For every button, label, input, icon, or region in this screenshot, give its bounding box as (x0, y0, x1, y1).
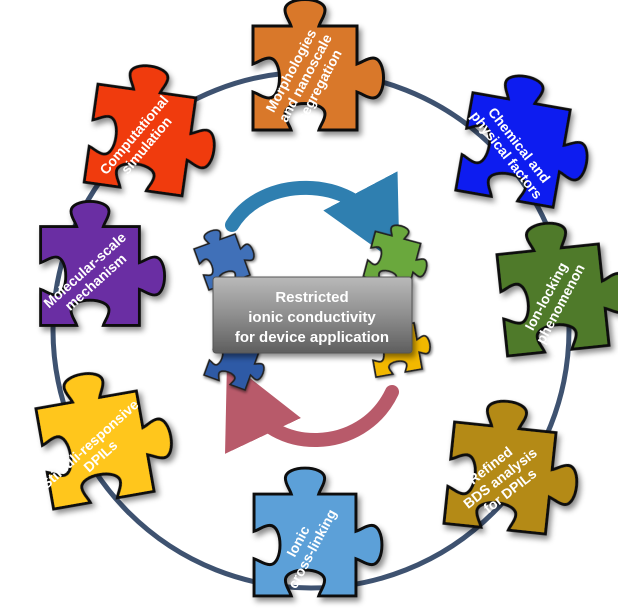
piece-computational: Computationalsimulation (82, 57, 226, 201)
piece-ion-locking: Ion-lockingphenomenon (492, 213, 618, 358)
center-line-2: ionic conductivity (248, 309, 376, 326)
cycle-arrow-top (225, 171, 400, 266)
piece-cross-linking: Ioniccross-linking (252, 466, 384, 598)
piece-morphologies: Morphologiesand nanoscalesegregation (251, 0, 385, 132)
cycle-arrow-bottom (225, 360, 399, 454)
piece-chemical: Chemical andphysical factors (454, 66, 601, 214)
center-line-1: Restricted (275, 289, 348, 306)
piece-molecular: Molecular-scalemechanism (39, 199, 167, 327)
center-line-3: for device application (235, 329, 389, 346)
piece-bds: RefinedBDS analysisfor DPILs (442, 394, 587, 539)
center-box (212, 276, 413, 354)
